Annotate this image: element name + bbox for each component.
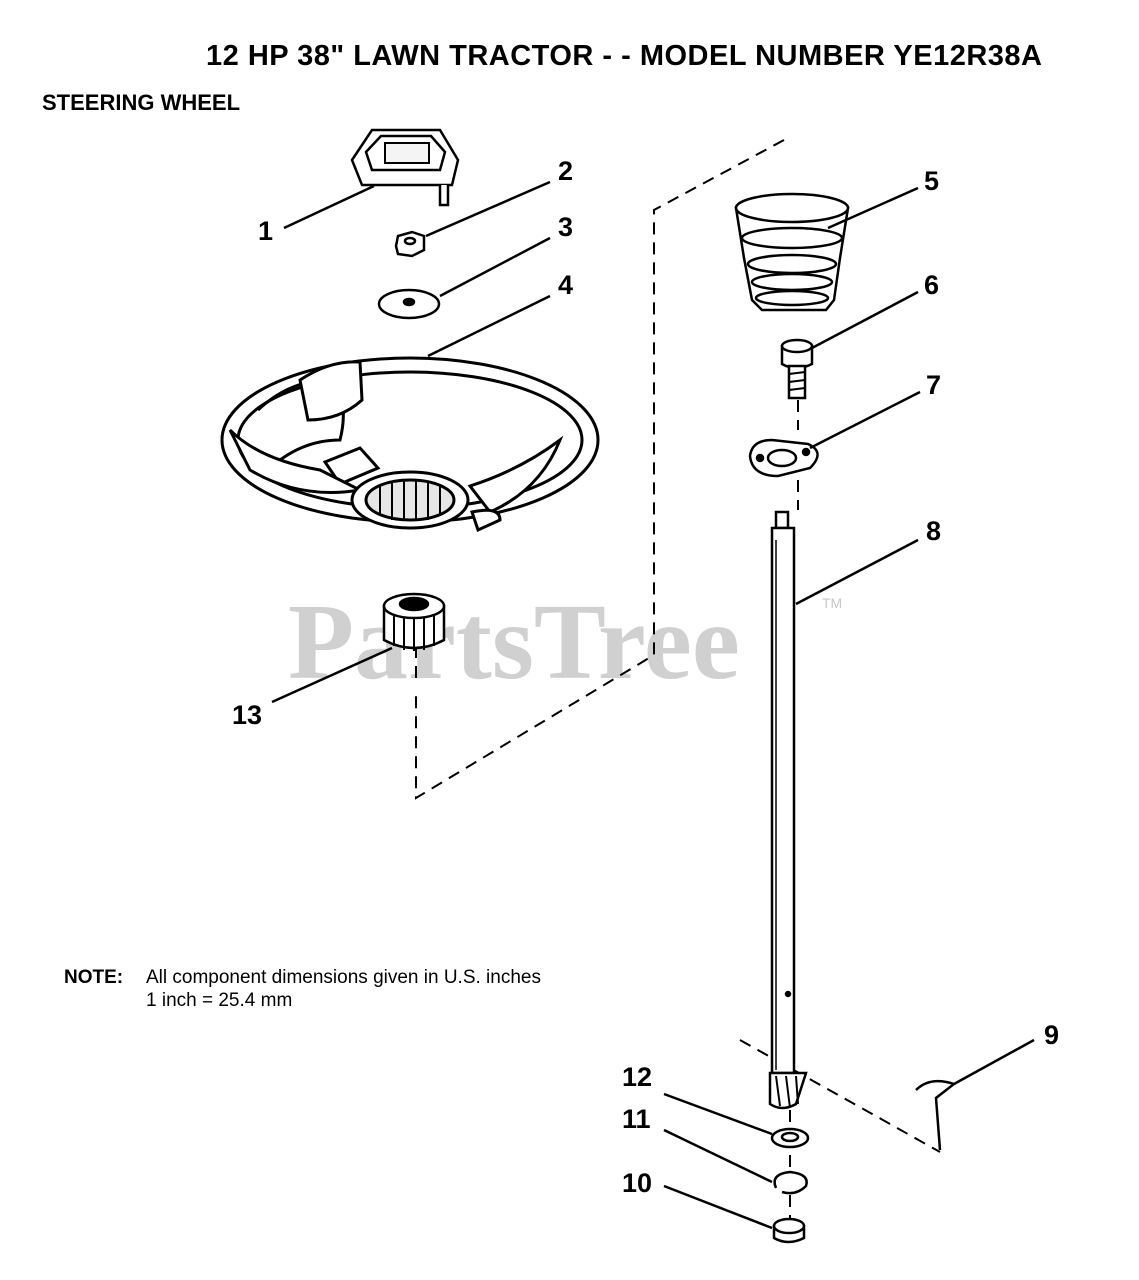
callout-9: 9 <box>1044 1020 1059 1050</box>
watermark-trademark: TM <box>822 595 842 611</box>
section-title: STEERING WHEEL <box>42 90 241 115</box>
callout-8: 8 <box>926 516 941 546</box>
callout-1: 1 <box>258 216 273 246</box>
callout-6: 6 <box>924 270 939 300</box>
part-9-bracket <box>915 1079 957 1151</box>
callout-7: 7 <box>926 370 941 400</box>
leader-lines <box>271 180 1035 1230</box>
callout-4: 4 <box>558 270 573 300</box>
callout-5: 5 <box>924 166 939 196</box>
part-5-steering-boot <box>734 192 850 312</box>
part-11-retaining-ring <box>773 1170 808 1195</box>
callout-10: 10 <box>622 1168 652 1198</box>
watermark-text: PartsTree <box>288 583 740 702</box>
part-12-washer <box>770 1127 810 1149</box>
units-note: NOTE: All component dimensions given in U… <box>64 966 541 1012</box>
diagram-title: 12 HP 38" LAWN TRACTOR - - MODEL NUMBER … <box>206 40 1043 72</box>
part-10-cap-nut <box>772 1217 806 1244</box>
callout-numbers: 1 2 3 4 5 6 7 8 9 10 11 12 13 <box>232 156 1059 1198</box>
part-7-flange-bearing <box>748 438 819 478</box>
part-6-bolt <box>780 338 814 400</box>
callout-2: 2 <box>558 156 573 186</box>
part-2-nut <box>394 230 426 258</box>
callout-11: 11 <box>622 1104 651 1134</box>
note-line-2: 1 inch = 25.4 mm <box>146 990 293 1011</box>
note-line-1: All component dimensions given in U.S. i… <box>146 967 541 988</box>
callout-3: 3 <box>558 212 573 242</box>
callout-12: 12 <box>622 1062 652 1092</box>
note-label: NOTE: <box>64 967 124 988</box>
part-1-hub-cap <box>350 128 460 207</box>
assembly-dash-lines <box>415 139 941 1220</box>
callout-13: 13 <box>232 700 262 730</box>
part-8-steering-shaft <box>768 510 808 1110</box>
part-4-steering-wheel <box>220 356 600 533</box>
part-13-hub-adapter <box>382 592 446 651</box>
part-3-washer <box>377 288 441 320</box>
